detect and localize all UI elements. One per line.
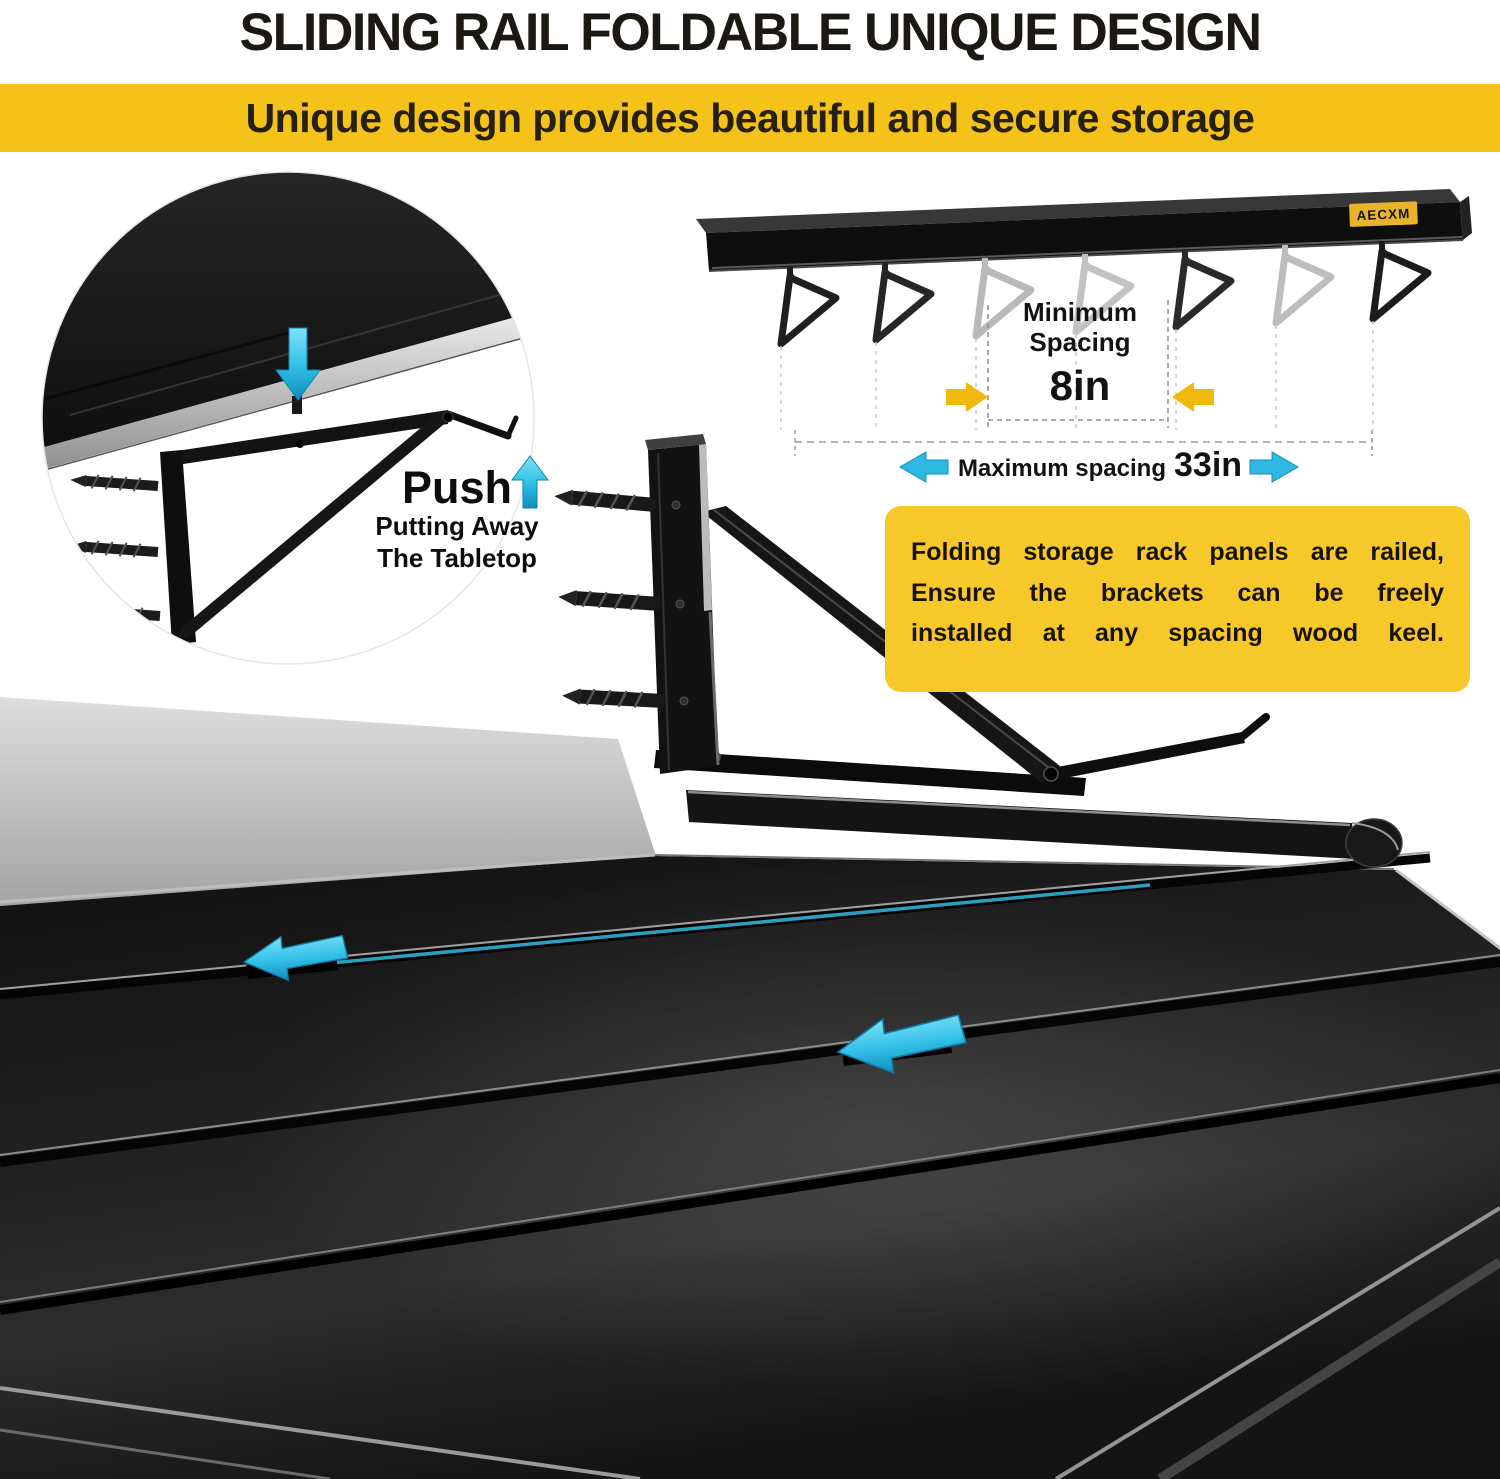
- mounting-post: [645, 434, 720, 774]
- slide-rail-bar: [686, 790, 1403, 868]
- screw: [562, 688, 665, 709]
- subtitle-banner: Unique design provides beautiful and sec…: [0, 84, 1500, 152]
- spacing-guides: [780, 300, 1374, 456]
- bracket-icon: [1276, 245, 1331, 323]
- info-line-1: Folding storage rack panels are railed,: [911, 538, 1444, 566]
- push-annotation: Push Putting Away The Tabletop: [348, 464, 566, 575]
- subtitle-banner-text: Unique design provides beautiful and sec…: [245, 94, 1255, 141]
- backdrop-wedge: [0, 697, 656, 906]
- inset-photo: [42, 172, 534, 664]
- inset-folding-bracket: [160, 410, 519, 645]
- brand-chip: AECXM: [1349, 201, 1418, 227]
- min-spacing-right-arrow-icon: [946, 382, 988, 412]
- info-box: Folding storage rack panels are railed, …: [885, 506, 1470, 692]
- inset-screw: [70, 474, 159, 492]
- bracket-icon: [876, 262, 931, 340]
- info-line-2: Ensure the brackets can be freely: [911, 578, 1444, 607]
- brand-label: AECXM: [1356, 206, 1410, 223]
- page-title: SLIDING RAIL FOLDABLE UNIQUE DESIGN: [239, 3, 1262, 62]
- screw: [558, 590, 661, 611]
- screw: [554, 489, 657, 512]
- tabletop-down-arrow-icon: [275, 327, 321, 401]
- bracket-icon: [1373, 241, 1428, 319]
- min-spacing-left-arrow-icon: [1172, 382, 1214, 412]
- folding-bracket-arm: [654, 506, 1270, 796]
- info-line-3: installed at any spacing wood keel.: [911, 619, 1444, 647]
- bracket-icon: [781, 266, 836, 344]
- max-spacing-label: Maximum spacing: [957, 455, 1166, 482]
- min-spacing-label-line2: Spacing: [1029, 326, 1131, 357]
- sliding-rails: [0, 851, 1500, 1479]
- max-spacing-right-arrow-icon: [1249, 451, 1300, 483]
- shelf-image: AECXM: [696, 189, 1472, 483]
- max-spacing-value: 33in: [1174, 446, 1243, 484]
- bracket-icon: [1176, 249, 1231, 327]
- main-photo: [0, 434, 1500, 1479]
- max-spacing-annotation: Maximum spacing 33in: [952, 446, 1248, 485]
- push-up-arrow-icon: [511, 455, 549, 509]
- min-spacing-value: 8in: [1049, 361, 1111, 409]
- push-caption-line2: The Tabletop: [377, 542, 537, 573]
- push-caption-line1: Putting Away: [375, 511, 539, 542]
- inset-circle-rim: [41, 171, 535, 665]
- max-spacing-left-arrow-icon: [898, 451, 949, 483]
- min-spacing-label-line1: Minimum: [1022, 297, 1138, 327]
- push-label: Push: [401, 462, 513, 513]
- min-spacing-annotation: Minimum Spacing 8in: [998, 297, 1162, 410]
